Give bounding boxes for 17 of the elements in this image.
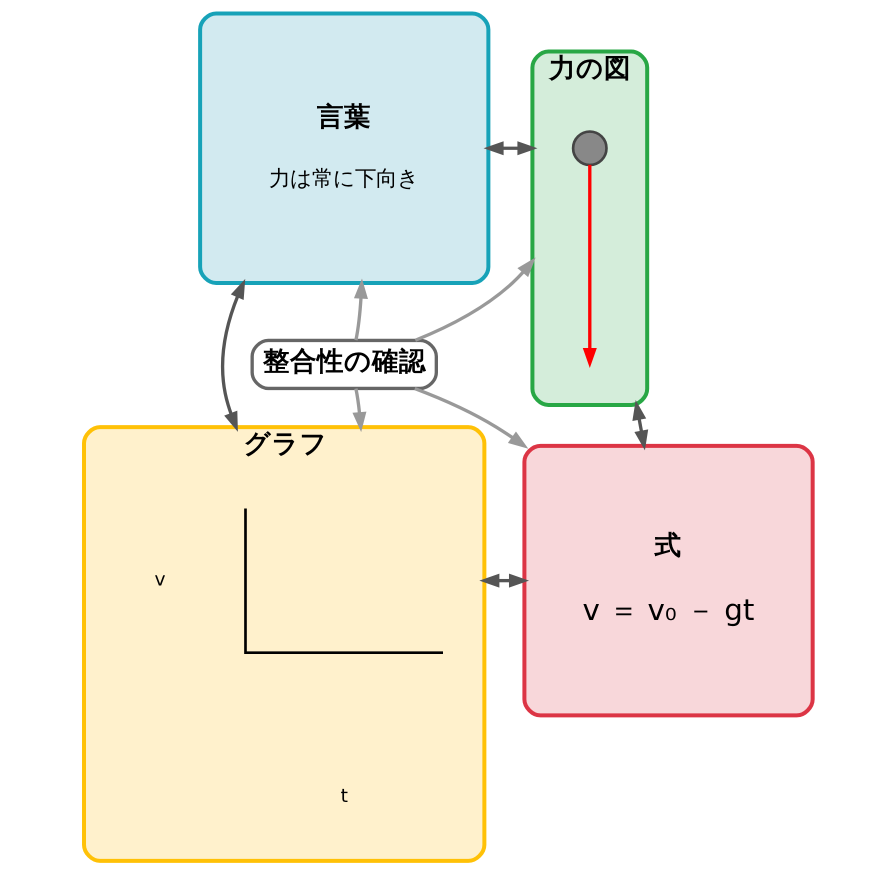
arrow (414, 257, 536, 342)
arrow (414, 386, 528, 449)
node-picture (244, 508, 442, 654)
arrow (478, 574, 529, 588)
node-box: 整合性の確認 (250, 338, 438, 390)
node-circle (571, 130, 608, 166)
arrow (352, 388, 366, 432)
arrow (582, 164, 596, 368)
arrow (632, 400, 648, 450)
arrow (220, 278, 245, 432)
label: t (340, 786, 348, 807)
node-box: 言葉 力は常に下向き (198, 11, 490, 286)
arrow (353, 278, 368, 340)
label: v (154, 570, 166, 591)
cluster: 力の図 (530, 49, 649, 407)
node-box: 式 v ＝ v₀ － gt (522, 444, 814, 718)
arrow (483, 141, 537, 156)
